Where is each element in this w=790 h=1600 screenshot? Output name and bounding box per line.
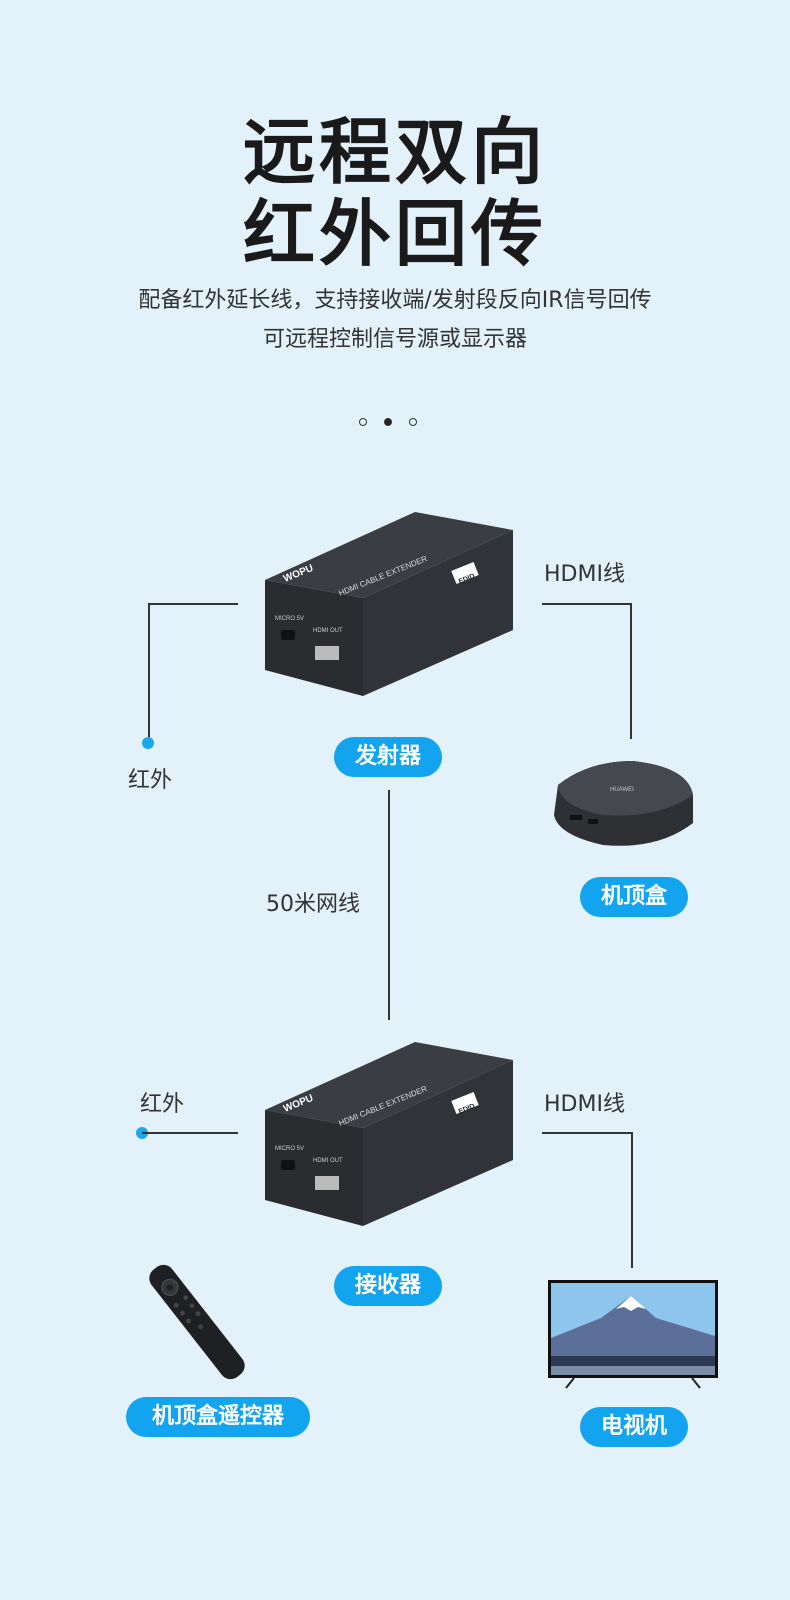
- remote-control-image: [149, 1264, 245, 1380]
- remote-control-label: 机顶盒遥控器: [126, 1397, 310, 1437]
- network-cable-label: 50米网线: [266, 892, 360, 917]
- tv-label: 电视机: [580, 1407, 688, 1447]
- set-top-box-image: HUAWEI: [554, 761, 693, 846]
- hdmi-label-bottom: HDMI线: [544, 1092, 625, 1117]
- receiver-hdmi-port-icon: [315, 1176, 339, 1190]
- page-title-line-2: 红外回传: [242, 192, 547, 276]
- ir-endpoint-dot-top: [142, 737, 154, 749]
- edid-badge-bg: [451, 562, 479, 584]
- receiver-edid-badge-bg: [451, 1092, 479, 1114]
- transmitter-port2-label: HDMI OUT: [313, 628, 343, 634]
- hdmi-label-top: HDMI线: [544, 562, 625, 587]
- set-top-box-label: 机顶盒: [580, 877, 688, 917]
- set-top-box-logo: HUAWEI: [610, 787, 634, 793]
- hdmi-connector-vline-bottom: [631, 1132, 633, 1268]
- ir-connector-line-bottom: [142, 1132, 238, 1134]
- receiver-port1-label: MICRO 5V: [275, 1146, 304, 1152]
- transmitter-label: 发射器: [334, 737, 442, 777]
- hdmi-connector-line-bottom: [542, 1132, 632, 1134]
- ir-label-top: 红外: [128, 768, 173, 793]
- transmitter-device-image: WOPU HDMI CABLE EXTENDER EDID MICRO 5V H…: [265, 512, 513, 696]
- ir-label-bottom: 红外: [140, 1092, 185, 1117]
- pager-dot-3[interactable]: [409, 418, 417, 426]
- pager-dot-1[interactable]: [359, 418, 367, 426]
- pager-dot-2[interactable]: [384, 418, 392, 426]
- receiver-label: 接收器: [334, 1266, 442, 1306]
- micro-usb-port-icon: [281, 630, 295, 640]
- receiver-device-image: WOPU HDMI CABLE EXTENDER EDID MICRO 5V H…: [265, 1042, 513, 1226]
- hdmi-connector-line-top: [542, 603, 631, 605]
- receiver-port2-label: HDMI OUT: [313, 1158, 343, 1164]
- network-cable-line: [388, 790, 390, 1020]
- page-title-line-1: 远程双向: [242, 110, 547, 194]
- television-image: [548, 1280, 718, 1389]
- hdmi-port-icon: [315, 646, 339, 660]
- ir-connector-vline-top: [148, 603, 150, 739]
- description-line-2: 可远程控制信号源或显示器: [262, 327, 527, 352]
- transmitter-port1-label: MICRO 5V: [275, 616, 304, 622]
- hdmi-connector-vline-top: [630, 603, 632, 739]
- receiver-micro-usb-port-icon: [281, 1160, 295, 1170]
- ir-connector-line-top: [148, 603, 238, 605]
- description-line-1: 配备红外延长线，支持接收端/发射段反向IR信号回传: [138, 288, 652, 313]
